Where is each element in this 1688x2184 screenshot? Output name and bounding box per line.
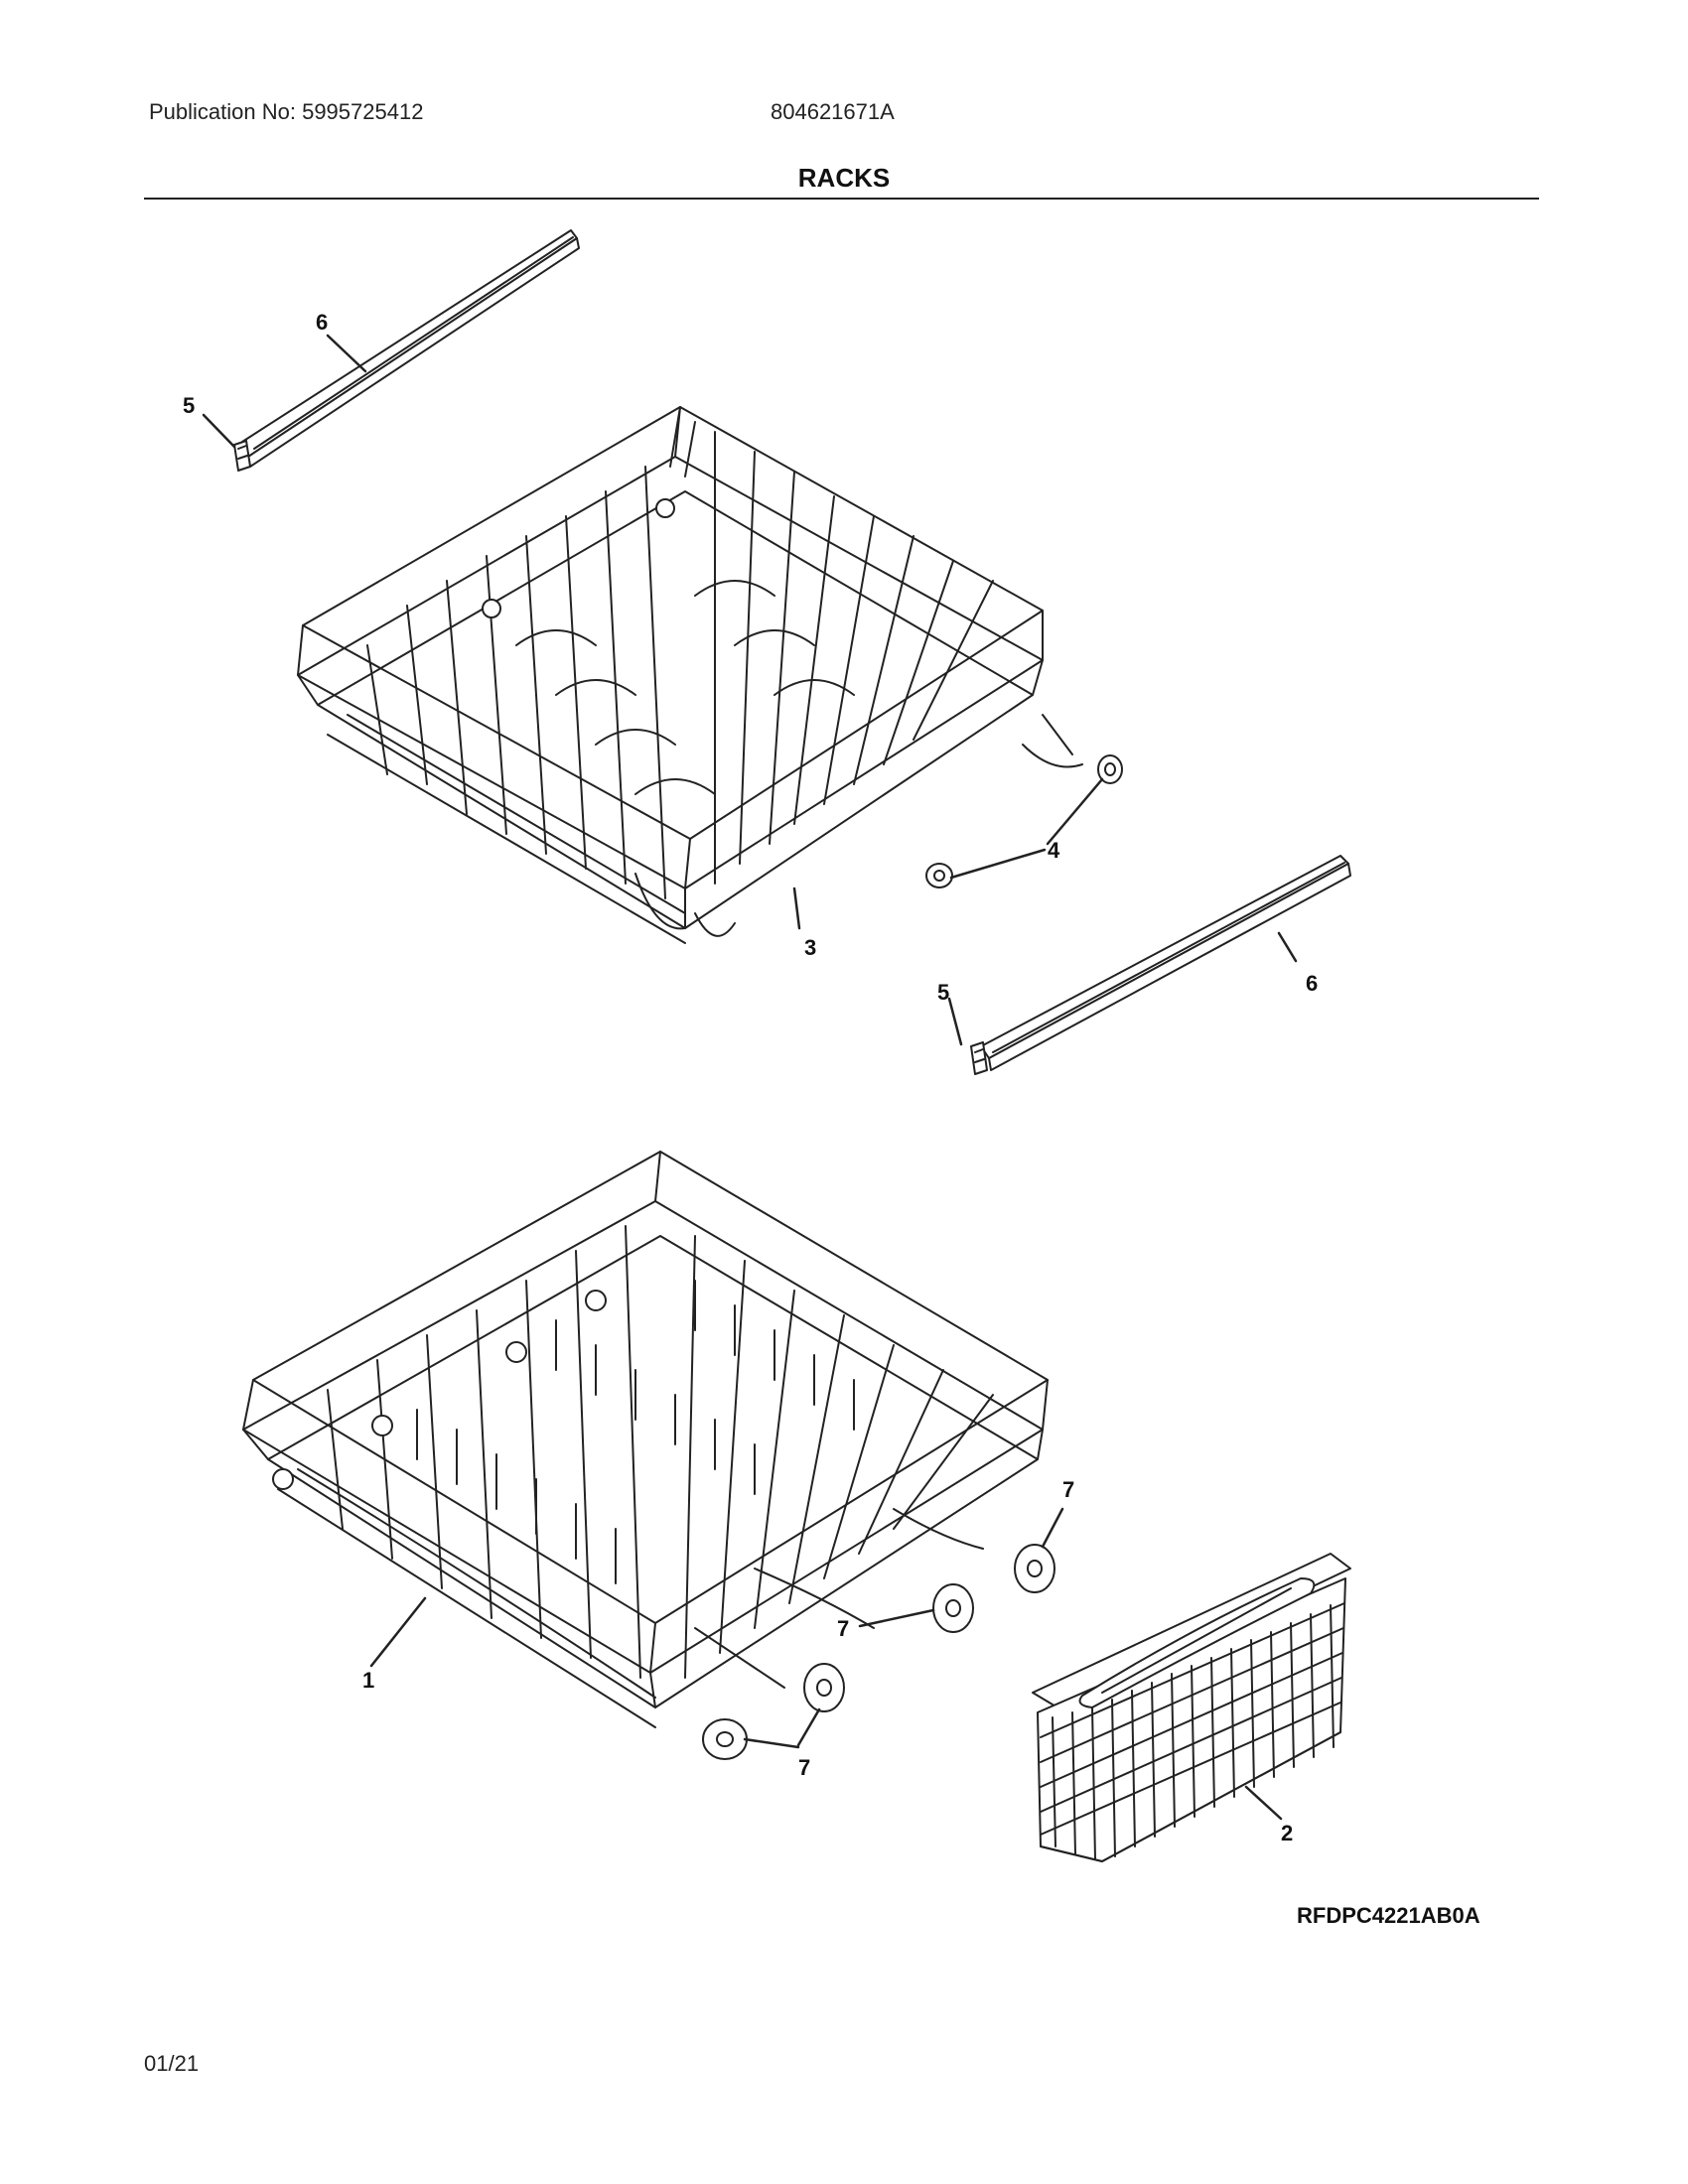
rail-right-icon [980,855,1351,1071]
callout-wheels-mid: 7 [837,1616,849,1641]
callout-rail-right: 6 [1306,971,1318,996]
silverware-basket-icon [1032,1553,1351,1862]
rack-wheel-lower-left-icon [702,1718,748,1760]
rack-roller-upper-left-icon [925,863,953,888]
page-title: RACKS [797,163,891,193]
rail-stop-right-icon [970,1041,988,1075]
callout-rail-stop-right: 5 [937,980,949,1005]
diagram-reference-code: RFDPC4221AB0A [1297,1903,1480,1928]
rack-roller-upper-right-icon [1097,754,1123,784]
callout-upper-rollers: 4 [1048,838,1060,863]
callout-wheels-bottom: 7 [798,1755,810,1780]
upper-dish-rack-icon [297,406,1083,944]
model-number: 804621671A [771,99,895,124]
rack-wheel-mid-icon [932,1583,974,1633]
callout-rail-left: 6 [316,310,328,335]
footer-date: 01/21 [144,2051,200,2076]
rack-wheel-right-icon [1014,1544,1055,1593]
callout-rail-stop-left: 5 [183,393,195,418]
callout-wheels-right: 7 [1062,1477,1074,1502]
lower-dish-rack-icon [242,1151,1049,1728]
leader-lines [202,334,1298,1821]
rack-wheel-lower-right-icon [803,1663,845,1712]
callout-upper-rack: 3 [804,935,816,960]
rail-left-icon [241,229,580,468]
callout-basket: 2 [1281,1821,1293,1845]
callout-lower-rack: 1 [362,1668,374,1693]
header-divider [144,198,1539,200]
publication-number: Publication No: 5995725412 [149,99,424,124]
rail-stop-left-icon [233,440,251,472]
